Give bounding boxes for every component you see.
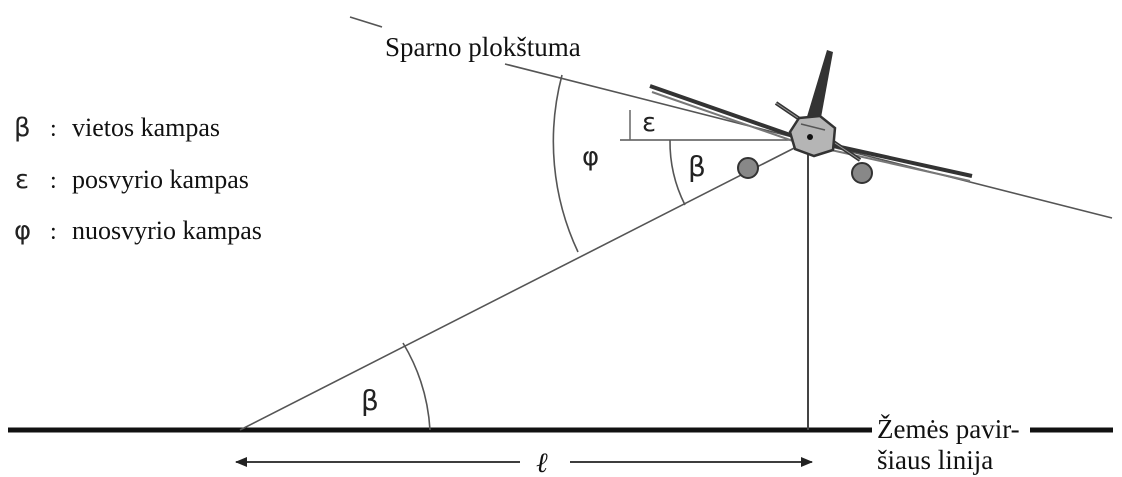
- legend-phi-text: nuosvyrio kampas: [72, 216, 262, 245]
- phi-arc: [552, 74, 579, 253]
- legend-beta-symbol: β: [14, 113, 31, 143]
- angle-beta-plane-label: β: [688, 150, 706, 183]
- angle-beta-ground-label: β: [361, 384, 379, 417]
- ground-surface-label-line-2: šiaus linija: [877, 445, 993, 475]
- legend-phi-symbol: φ: [14, 216, 31, 246]
- ground-surface-label-line-1: Žemės pavir-: [877, 414, 1020, 444]
- wing-plane-label: Sparno plokštuma: [385, 32, 581, 62]
- legend-epsilon-symbol: ε: [15, 165, 29, 195]
- legend-beta-text: vietos kampas: [72, 113, 220, 142]
- distance-label: ℓ: [536, 448, 548, 477]
- beta-plane-arc: [669, 139, 686, 206]
- wing-plane-line-tail: [349, 16, 383, 28]
- angle-phi-label: φ: [582, 142, 599, 172]
- legend-epsilon-separator: :: [50, 168, 57, 194]
- beta-ground-arc: [402, 342, 431, 431]
- legend-epsilon-text: posvyrio kampas: [72, 165, 249, 194]
- legend-beta-separator: :: [50, 116, 57, 142]
- legend-phi-separator: :: [50, 219, 57, 245]
- angle-epsilon-label: ε: [642, 108, 656, 138]
- aircraft-icon: [649, 50, 973, 184]
- line-of-sight: [239, 139, 811, 431]
